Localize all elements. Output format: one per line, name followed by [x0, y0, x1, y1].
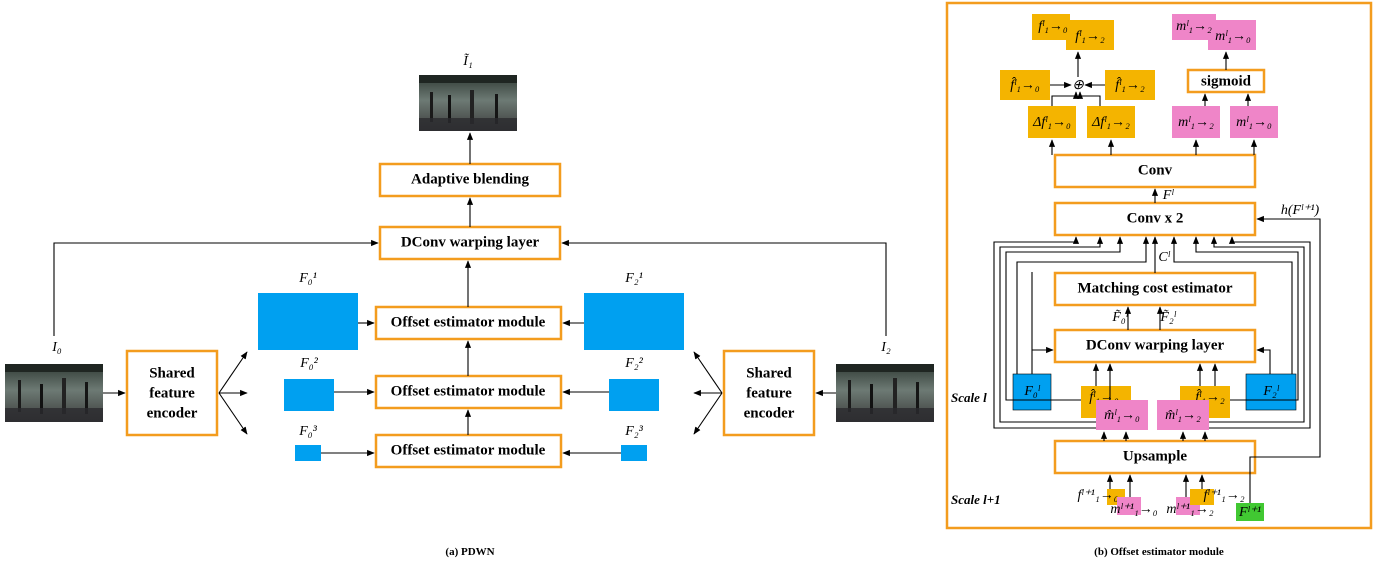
out-f10-label: fˡ₁→₀	[1038, 19, 1068, 34]
shared-encoder-left-line3: encoder	[147, 405, 198, 421]
f0l-label: F₀ˡ	[1023, 384, 1040, 399]
s-f12-label: fˡ⁺¹₁→₂	[1203, 488, 1244, 503]
out-m12-label: mˡ₁→₂	[1176, 19, 1212, 34]
feature-f0-2	[284, 379, 334, 411]
pdwn-arrows	[53, 132, 887, 457]
dconv-warping-box	[378, 225, 562, 261]
out-m10-box	[1208, 20, 1256, 50]
s-f10-label: fˡ⁺¹₁→₀	[1077, 488, 1118, 503]
matching-cost-box	[1053, 271, 1257, 307]
offset-panel: fˡ₁→₀ fˡ₁→₂ mˡ₁→₂ mˡ₁→₀ f̂ˡ₁→₀ ⊕ f̂ˡ₁→₂ …	[945, 1, 1373, 558]
sigmoid-label: sigmoid	[1201, 73, 1252, 89]
fl-label: Fˡ	[1162, 188, 1175, 203]
label-f0-1: F₀¹	[298, 271, 317, 286]
input-frame-i2-image	[836, 364, 934, 422]
m12-box	[1172, 106, 1220, 138]
offset-estimator-label-2: Offset estimator module	[391, 383, 546, 399]
ft2-label: F̃₂ˡ	[1159, 309, 1176, 325]
conv-x2-label: Conv x 2	[1127, 210, 1184, 226]
scale-l1-label: Scale l+1	[951, 492, 1001, 507]
label-f2-1: F₂¹	[624, 271, 643, 286]
shared-encoder-right-line2: feature	[746, 385, 792, 401]
shared-encoder-left-line1: Shared	[149, 365, 195, 381]
feature-f2l	[1245, 373, 1297, 411]
feature-f2-2	[609, 379, 659, 411]
dconv-warping-b-box	[1053, 328, 1257, 364]
feature-f0-3	[295, 445, 321, 461]
adaptive-blending-label: Adaptive blending	[411, 171, 529, 187]
in-mhat12-label: m̂ˡ₁→₂	[1165, 408, 1201, 423]
plus-icon: ⊕	[1072, 78, 1084, 93]
df10-label: Δfˡ₁→₀	[1032, 115, 1071, 130]
fhat12-box	[1105, 70, 1155, 100]
s-m10-label: mˡ⁺¹₁→₀	[1110, 502, 1157, 517]
fhat10-label: f̂ˡ₁→₀	[1010, 76, 1040, 93]
f2l-label: F₂ˡ	[1262, 384, 1279, 399]
scale-l-label: Scale l	[951, 390, 987, 405]
m10-box	[1230, 106, 1278, 138]
label-i-tilde: Ĩ₁	[462, 52, 473, 69]
label-f0-3: F₀³	[298, 424, 317, 439]
s-m12-label: mˡ⁺¹₁→₂	[1166, 502, 1213, 517]
h-label: h(Fˡ⁺¹)	[1281, 203, 1320, 218]
pdwn-panel: Ĩ₁ Adaptive blending DConv warping layer…	[5, 52, 934, 558]
s-F-box	[1236, 503, 1264, 521]
shared-encoder-right-line1: Shared	[746, 365, 792, 381]
offset-panel-border	[945, 1, 1373, 530]
label-i0: I₀	[51, 340, 62, 355]
ft0-label: F̃₀ˡ	[1111, 309, 1128, 325]
shared-encoder-left-line2: feature	[149, 385, 195, 401]
in-mhat10-box	[1096, 400, 1148, 430]
dconv-warping-b-label: DConv warping layer	[1086, 337, 1225, 353]
conv-label: Conv	[1138, 162, 1173, 178]
in-mhat10-label: m̂ˡ₁→₀	[1104, 408, 1140, 423]
conv-x2-box	[1053, 201, 1257, 237]
offset-estimator-box-3	[374, 433, 563, 469]
conv-box	[1053, 153, 1257, 189]
in-mhat12-box	[1157, 400, 1209, 430]
dconv-warping-label: DConv warping layer	[401, 234, 540, 250]
feature-f2-3	[621, 445, 647, 461]
s-F-label: Fˡ⁺¹	[1238, 505, 1261, 520]
label-f2-2: F₂²	[624, 356, 643, 371]
shared-encoder-right-box	[722, 349, 816, 437]
feature-f2-1	[584, 293, 684, 350]
offset-estimator-label-1: Offset estimator module	[391, 314, 546, 330]
out-f12-label: fˡ₁→₂	[1075, 29, 1105, 44]
input-frame-i0-image	[5, 364, 103, 422]
caption-a: (a) PDWN	[445, 546, 494, 558]
offset-estimator-box-2	[374, 374, 563, 410]
fhat10-box	[1000, 70, 1050, 100]
caption-b: (b) Offset estimator module	[1094, 546, 1224, 558]
shared-encoder-right-line3: encoder	[744, 405, 795, 421]
m10-label: mˡ₁→₀	[1236, 115, 1272, 130]
m12-label: mˡ₁→₂	[1178, 115, 1214, 130]
matching-cost-label: Matching cost estimator	[1078, 280, 1233, 296]
feature-f0-1	[258, 293, 358, 350]
s-f12-box	[1190, 489, 1214, 505]
label-i2: I₂	[880, 340, 891, 355]
df10-box	[1028, 106, 1076, 138]
out-f10-box	[1032, 14, 1070, 40]
df12-label: Δfˡ₁→₂	[1091, 115, 1130, 130]
adaptive-blending-box	[378, 162, 562, 198]
out-f12-box	[1066, 20, 1114, 50]
shared-encoder-left-box	[125, 349, 219, 437]
label-f0-2: F₀²	[299, 356, 318, 371]
output-frame-image	[419, 75, 517, 131]
s-m10-box	[1117, 497, 1141, 515]
feature-f0l	[1012, 373, 1052, 411]
label-f2-3: F₂³	[624, 424, 643, 439]
offset-arrows	[993, 51, 1321, 503]
fhat12-label: f̂ˡ₁→₂	[1115, 76, 1145, 93]
upsample-label: Upsample	[1123, 448, 1188, 464]
offset-estimator-label-3: Offset estimator module	[391, 442, 546, 458]
df12-box	[1087, 106, 1135, 138]
out-m10-label: mˡ₁→₀	[1215, 29, 1251, 44]
cl-label: Cˡ	[1158, 250, 1170, 265]
